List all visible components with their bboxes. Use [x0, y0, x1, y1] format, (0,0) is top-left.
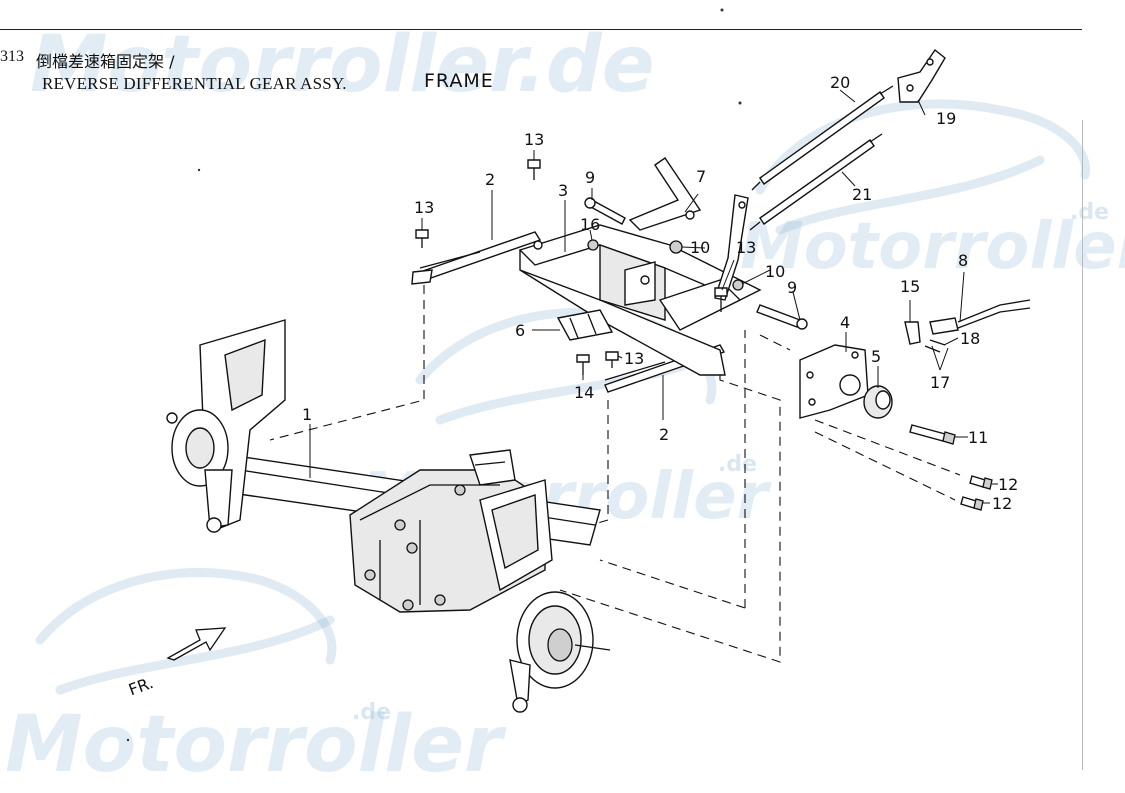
callout-14: 14 [574, 383, 594, 402]
callout-10-lower: 10 [765, 262, 785, 281]
callout-7: 7 [696, 167, 706, 186]
scan-speck [197, 168, 201, 172]
callout-4: 4 [840, 313, 850, 332]
page-code: 313 [0, 48, 24, 65]
callout-1: 1 [302, 405, 312, 424]
watermark-suffix-bottom: .de [352, 700, 392, 725]
callout-2-upper: 2 [485, 170, 495, 189]
part-differential-housing [349, 449, 553, 613]
part-15-clip [904, 321, 921, 345]
callout-12-upper: 12 [998, 475, 1018, 494]
right-margin-rule [1082, 120, 1083, 770]
scan-speck [738, 101, 742, 105]
callout-20: 20 [830, 73, 850, 92]
watermark-suffix-right: .de [1070, 200, 1110, 225]
front-direction-label: FR. [126, 673, 156, 699]
part-10-nut-upper [669, 240, 683, 254]
part-4-mounting-plate [799, 344, 869, 419]
watermark-brand-right: Motorroller [740, 210, 1125, 284]
callout-9-lower: 9 [787, 278, 797, 297]
part-21-cable [749, 133, 883, 231]
part-12-bolt-upper [969, 475, 993, 490]
part-right-brake-drum [509, 591, 611, 713]
part-19-cable-bracket [897, 48, 946, 103]
callout-13-lower: 13 [624, 349, 644, 368]
part-17-18-washers [924, 339, 946, 353]
callout-10-upper: 10 [690, 238, 710, 257]
callout-9-upper: 9 [585, 168, 595, 187]
part-13-bolt-4 [605, 351, 619, 368]
part-shift-lever [714, 194, 749, 301]
title-frame: FRAME [424, 70, 494, 92]
callout-13-right: 13 [736, 238, 756, 257]
part-11-long-bolt [909, 424, 956, 445]
part-9-pin-upper [584, 197, 626, 225]
watermark-suffix-center: .de [718, 452, 758, 477]
part-14-screw [576, 354, 590, 375]
part-7-lever-bracket [628, 157, 702, 231]
callout-16: 16 [580, 215, 600, 234]
part-8-sensor [929, 299, 1031, 335]
callout-15: 15 [900, 277, 920, 296]
watermark-brand-top: Motorroller.de [30, 20, 655, 110]
watermark-brand-bottom: Motorroller [5, 700, 503, 790]
part-10-nut-lower [732, 279, 744, 291]
part-5-bushing [863, 385, 893, 419]
callout-18: 18 [960, 329, 980, 348]
part-12-bolt-lower [960, 496, 984, 511]
callout-8: 8 [958, 251, 968, 270]
callout-19: 19 [936, 109, 956, 128]
title-english: REVERSE DIFFERENTIAL GEAR ASSY. [42, 74, 347, 93]
callout-13-top: 13 [524, 130, 544, 149]
callout-12-lower: 12 [992, 494, 1012, 513]
callout-21: 21 [852, 185, 872, 204]
assembly-dashed-lines [269, 285, 961, 663]
callout-13-left: 13 [414, 198, 434, 217]
scan-speck [720, 8, 724, 12]
callout-2-lower: 2 [659, 425, 669, 444]
part-9-pin-lower [756, 304, 808, 330]
callout-17: 17 [930, 373, 950, 392]
part-6-bracket [556, 309, 614, 341]
part-16-nut [587, 239, 599, 251]
part-3-frame-bracket [518, 224, 762, 376]
callout-11: 11 [968, 428, 988, 447]
header-rule [0, 29, 1082, 30]
part-13-bolt-2 [415, 229, 429, 248]
callout-6: 6 [515, 321, 525, 340]
callout-3: 3 [558, 181, 568, 200]
front-direction-arrow [166, 627, 227, 661]
part-left-brake-bracket [166, 319, 286, 533]
callout-leaders [309, 89, 998, 504]
part-2-upper-tie-rod [411, 231, 542, 285]
title-chinese: 倒檔差速箱固定架 / [36, 52, 175, 71]
callout-5: 5 [871, 347, 881, 366]
part-20-cable [751, 85, 894, 191]
part-13-bolt-1 [527, 159, 541, 180]
scan-speck [126, 738, 130, 742]
